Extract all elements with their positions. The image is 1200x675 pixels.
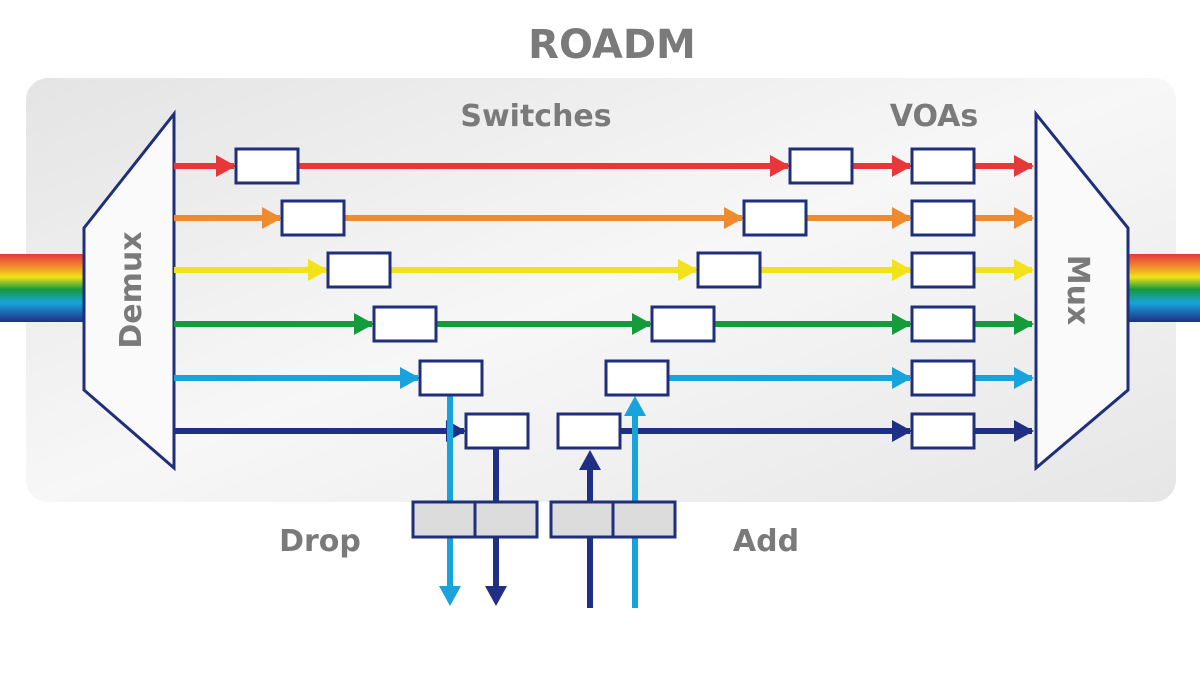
drop-port-2 [473, 500, 539, 539]
drop-port-1 [411, 500, 477, 539]
switch-in-green [372, 305, 438, 343]
channel-orange-arrow-in [262, 207, 282, 229]
switch-out-green [650, 305, 716, 343]
switches-label: Switches [460, 99, 611, 134]
channel-yellow-arrow-voa [892, 259, 912, 281]
switch-out-light-blue [604, 359, 670, 397]
mux-block [1034, 109, 1130, 472]
voa-light-blue [910, 359, 976, 397]
channel-light-blue-arrow-out [1014, 367, 1034, 389]
switch-in-red [234, 147, 300, 185]
channel-light-blue-arrow-voa [892, 367, 912, 389]
channel-light-blue-arrow-in [400, 367, 420, 389]
switch-out-dark-blue [556, 412, 622, 450]
channel-green-arrow-voa [892, 313, 912, 335]
roadm-panel [26, 78, 1176, 502]
switch-in-dark-blue [464, 412, 530, 450]
channel-yellow-arrow-in [308, 259, 328, 281]
demux-block [82, 109, 176, 472]
channel-red-arrow-through [770, 155, 790, 177]
switch-out-yellow [696, 251, 762, 289]
component-boxes [234, 147, 976, 539]
channel-orange-arrow-out [1014, 207, 1034, 229]
output-fiber-band [1128, 254, 1200, 322]
add-dark-blue-arrow [579, 450, 601, 470]
title: ROADM [528, 22, 696, 68]
voa-orange [910, 199, 976, 237]
channel-green-arrow-through [632, 313, 652, 335]
add-port-1 [549, 500, 615, 539]
switch-in-yellow [326, 251, 392, 289]
switch-out-orange [742, 199, 808, 237]
voa-red [910, 147, 976, 185]
channel-red-arrow-in [216, 155, 236, 177]
switch-out-red [788, 147, 854, 185]
channel-orange-arrow-through [724, 207, 744, 229]
add-label: Add [733, 524, 799, 559]
switch-in-orange [280, 199, 346, 237]
channel-green-arrow-out [1014, 313, 1034, 335]
channel-dark-blue-arrow-voa [892, 420, 912, 442]
add-light-blue-arrow [624, 396, 646, 416]
channel-red-arrow-out [1014, 155, 1034, 177]
demux-label: Demux [114, 231, 149, 348]
add-port-2 [611, 500, 677, 539]
mux-label: Mux [1060, 255, 1095, 326]
voas-label: VOAs [890, 99, 978, 134]
input-fiber-band [0, 254, 84, 322]
drop-light-blue-arrow [439, 586, 461, 606]
channel-red-arrow-voa [892, 155, 912, 177]
switch-in-light-blue [418, 359, 484, 397]
voa-green [910, 305, 976, 343]
channel-orange-arrow-voa [892, 207, 912, 229]
drop-label: Drop [279, 524, 361, 559]
voa-dark-blue [910, 412, 976, 450]
channel-yellow-arrow-through [678, 259, 698, 281]
channel-yellow-arrow-out [1014, 259, 1034, 281]
channel-dark-blue-arrow-out [1014, 420, 1034, 442]
channel-green-arrow-in [354, 313, 374, 335]
voa-yellow [910, 251, 976, 289]
channel-lines [174, 155, 1034, 608]
drop-dark-blue-arrow [485, 586, 507, 606]
